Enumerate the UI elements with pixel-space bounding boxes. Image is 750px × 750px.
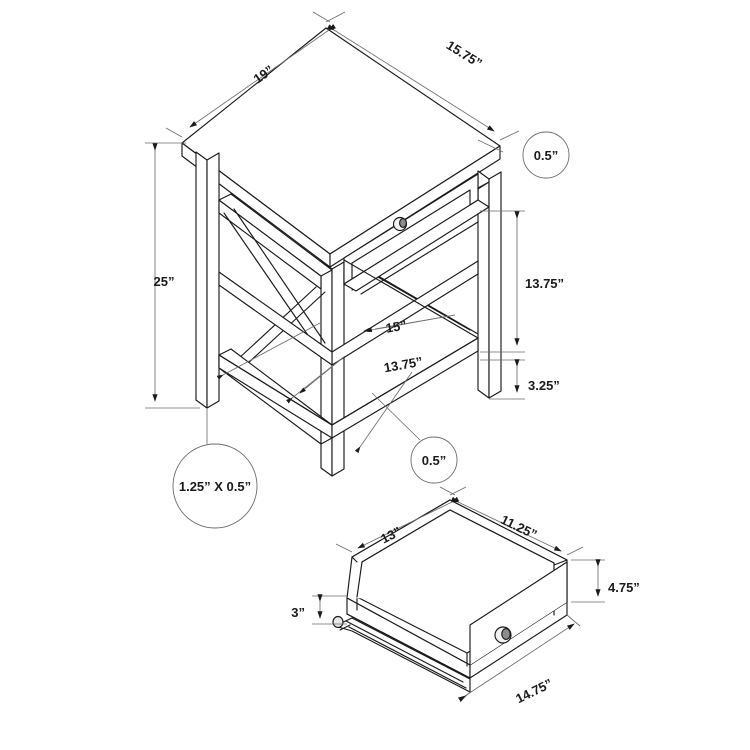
dimension-label-overall-height: 25” [154, 274, 175, 289]
callout-circle-shelf-thickness [410, 436, 458, 484]
callout-circle-leg-section [172, 443, 258, 529]
bottom-shelf [218, 259, 479, 439]
dimension-label-apron-height: 13.75” [525, 276, 564, 291]
leg-back-left [195, 151, 220, 409]
dimension-label-drawer-front-height: 4.75” [608, 580, 640, 595]
dimension-label-drawer-front-width: 14.75” [513, 676, 555, 707]
callout-label-shelf-thickness: 0.5” [422, 453, 447, 468]
callout-label-leg-section: 1.25” X 0.5” [179, 479, 251, 494]
dimension-label-drawer-box-height: 3” [291, 605, 305, 620]
table-drawer-front [343, 173, 490, 292]
dimension-label-top-depth: 15.75” [444, 37, 485, 70]
callout-circle-top-thickness [522, 131, 570, 179]
dimension-label-shelf-width: 15” [385, 317, 408, 335]
dimension-label-shelf-depth: 13.75” [383, 354, 424, 376]
table-top [181, 27, 501, 268]
dimension-label-shelf-floor-height: 3.25” [528, 378, 560, 393]
callout-label-top-thickness: 0.5” [534, 148, 559, 163]
table-drawer-knob [392, 216, 408, 232]
leg-right [477, 170, 502, 399]
